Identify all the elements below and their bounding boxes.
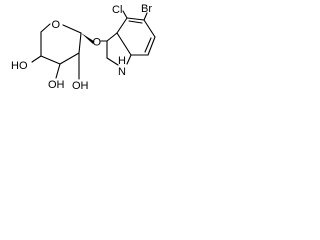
double-bond-c4-c5	[128, 20, 143, 24]
atom-label-br: Br	[141, 3, 152, 15]
atom-label-oh-bottom-left: OH	[48, 79, 65, 91]
bond-c3a-c7a	[116, 32, 132, 56]
double-bond-c6-c7	[144, 37, 152, 53]
atom-label-cl: Cl	[112, 4, 122, 16]
bond-c2-n	[106, 57, 119, 66]
bond-c6-c7	[147, 36, 156, 56]
bond-n-c7a	[126, 54, 132, 65]
indole-ring	[100, 10, 156, 66]
atom-label-nh-hydrogen: H	[118, 55, 126, 67]
bond-c3a-c4	[116, 17, 128, 34]
bond-c4-c5	[126, 17, 145, 21]
chemical-structure: Br Cl O O H N HO OH OH	[11, 3, 156, 92]
bond-c4-ho	[31, 55, 42, 63]
bond-o-c1	[62, 24, 82, 34]
bond-c3-oh	[55, 63, 61, 79]
bond-c5-o	[40, 23, 51, 33]
atom-label-ring-oxygen: O	[52, 19, 61, 31]
bond-c5-br	[143, 12, 148, 21]
wedge-bond-c1-o	[81, 33, 95, 44]
bond-c1-c2	[78, 32, 82, 54]
atom-label-ho-left: HO	[11, 60, 28, 72]
bond-c5-c6	[143, 19, 156, 38]
atom-label-nitrogen: N	[118, 66, 126, 78]
atom-label-glycosidic-oxygen: O	[93, 37, 102, 49]
atom-label-oh-bottom-right: OH	[72, 80, 89, 92]
bond-c4-cl	[122, 10, 128, 19]
bond-c3-c3a	[106, 32, 118, 42]
bond-c2-c3	[59, 52, 80, 65]
bond-c3-c4	[40, 55, 61, 65]
pyranose-ring	[31, 23, 95, 80]
